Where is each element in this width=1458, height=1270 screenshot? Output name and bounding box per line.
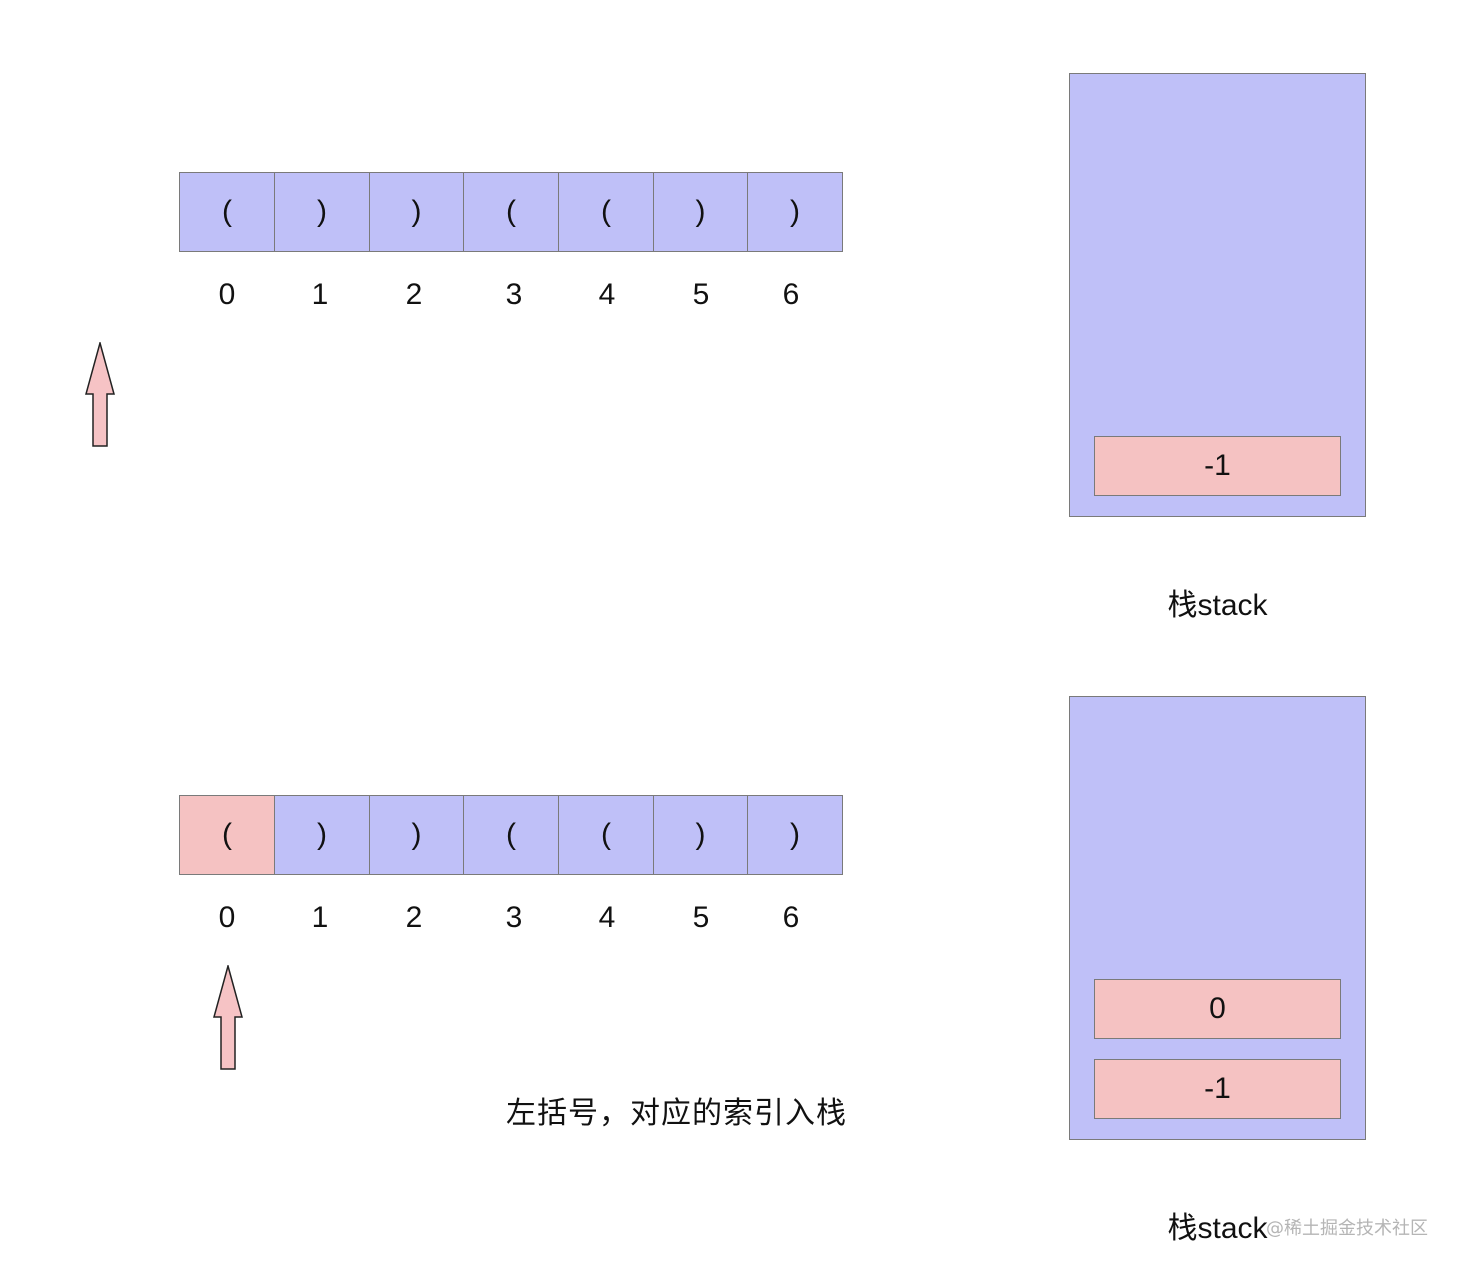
array-cell: (	[463, 172, 559, 252]
pointer-arrow-icon	[213, 965, 243, 1070]
stack-item-value: 0	[1209, 992, 1226, 1025]
array-cell-char: (	[222, 818, 232, 851]
index-label: 0	[218, 901, 236, 934]
index-label: 6	[782, 278, 800, 311]
stack-item-value: -1	[1204, 449, 1231, 482]
index-label: 4	[598, 901, 616, 934]
array-cell-char: (	[601, 195, 611, 228]
index-label: 1	[311, 278, 329, 311]
array-cell-char: )	[790, 818, 800, 851]
pointer-arrow-icon	[85, 342, 115, 447]
stack-container: -1	[1069, 73, 1366, 517]
array-cell: (	[463, 795, 559, 875]
index-label: 4	[598, 278, 616, 311]
array-cell: )	[747, 795, 843, 875]
array-cell: )	[653, 172, 748, 252]
index-label: 1	[311, 901, 329, 934]
array-cell-char: (	[601, 818, 611, 851]
array-cell: )	[274, 795, 370, 875]
index-label: 2	[405, 901, 423, 934]
stack-label: 栈stack	[1167, 589, 1268, 622]
index-label: 5	[692, 901, 710, 934]
stack-item-value: -1	[1204, 1072, 1231, 1105]
index-label: 3	[505, 901, 523, 934]
array-cell: )	[274, 172, 370, 252]
index-label: 3	[505, 278, 523, 311]
index-label: 2	[405, 278, 423, 311]
step-panel-initial: ()) ( ()) 0 1 2 3 4 5 6 -1 栈stack	[85, 73, 1366, 622]
array-cell-char: )	[411, 818, 422, 851]
array-cell-char: )	[695, 195, 706, 228]
index-label: 0	[218, 278, 236, 311]
array-cell-char: (	[222, 195, 232, 228]
array-cell: )	[653, 795, 748, 875]
watermark-text: @稀土掘金技术社区	[1266, 1218, 1428, 1239]
array-cell: (	[558, 795, 654, 875]
array-cell-char: )	[790, 195, 800, 228]
array-cell: (	[179, 172, 275, 252]
stack-label: 栈stack	[1167, 1212, 1268, 1245]
step-caption: 左括号，对应的索引入栈	[506, 1096, 847, 1131]
array-cell-char: )	[695, 818, 706, 851]
array-cell-char: )	[317, 818, 327, 851]
array-cell: )	[747, 172, 843, 252]
index-label: 6	[782, 901, 800, 934]
index-label: 5	[692, 278, 710, 311]
array-cell: )	[369, 795, 464, 875]
array-cell: (	[179, 795, 275, 875]
array-cell-char: )	[411, 195, 422, 228]
stack-item: -1	[1094, 436, 1341, 496]
step-panel-push-0: ()) ( ()) 0 1 2 3 4 5 6 0 -1 栈stack 左括号，对应的索引入栈	[0, 623, 1458, 1270]
array-cell-char: (	[506, 818, 516, 851]
stack-item: 0	[1094, 979, 1341, 1039]
array-cell-char: )	[317, 195, 327, 228]
array-cell: (	[558, 172, 654, 252]
stack-container: 0 -1	[1069, 696, 1366, 1140]
array-cell-char: (	[506, 195, 516, 228]
stack-item: -1	[1094, 1059, 1341, 1119]
array-cell: )	[369, 172, 464, 252]
